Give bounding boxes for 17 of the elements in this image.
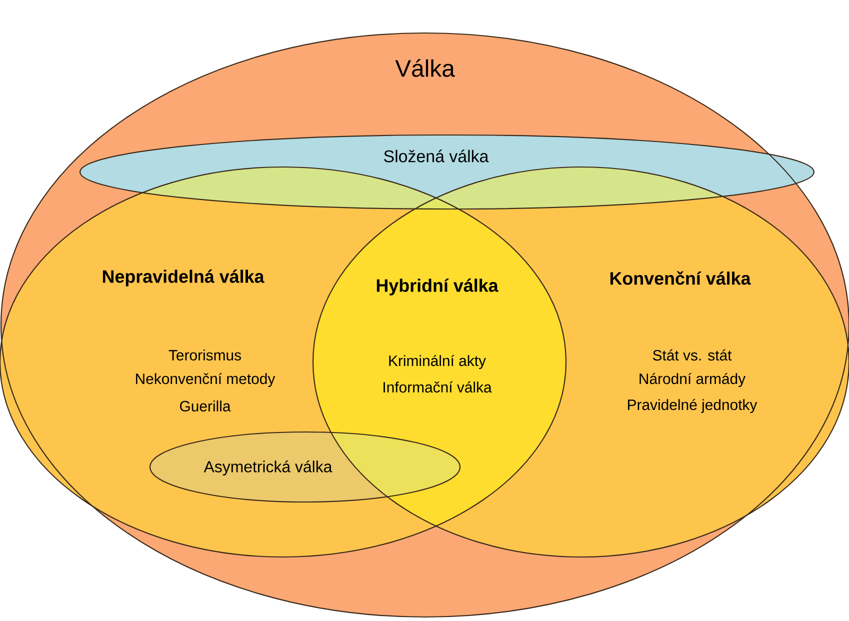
region-item: Nekonvenční metody <box>136 372 276 388</box>
region-heading: Hybridní válka <box>376 278 498 296</box>
region-heading: Nepravidelná válka <box>102 270 264 286</box>
region-heading: Válka <box>395 59 455 77</box>
region-heading: Asymetrická válka <box>204 460 332 476</box>
region-heading: Složená válka <box>384 150 489 162</box>
region-item: Kriminální akty <box>389 354 486 370</box>
region-item: Pravidelné jednotky <box>628 398 758 414</box>
venn-ellipse <box>0 166 567 558</box>
region-heading: Konvenční válka <box>610 271 751 285</box>
venn-ellipse <box>149 431 461 503</box>
region-item: Guerilla <box>180 400 231 412</box>
venn-ellipse <box>79 134 815 210</box>
region-item: Národní armády <box>640 372 746 388</box>
region-item: Informační válka <box>384 381 492 393</box>
region-item: Terorismus <box>168 350 241 360</box>
region-item: Stát vs. stát <box>652 349 732 361</box>
